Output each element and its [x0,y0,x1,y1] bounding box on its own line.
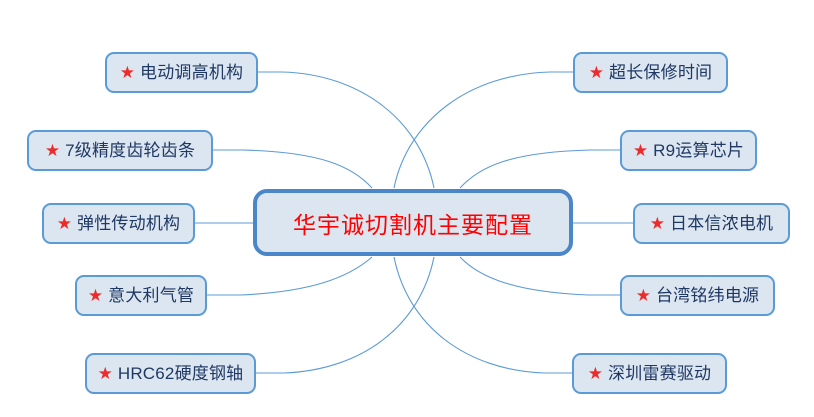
connector-left-1 [258,71,435,189]
star-icon: ★ [649,214,666,233]
connector-left-2 [213,149,373,189]
star-icon: ★ [87,286,104,305]
connector-right-5 [393,256,572,374]
branch-label: 超长保修时间 [609,63,713,82]
branch-label: R9运算芯片 [653,141,745,160]
branch-node-right-2[interactable]: ★ R9运算芯片 [620,130,757,171]
branch-label: 深圳雷赛驱动 [608,364,712,383]
branch-label: 日本信浓电机 [670,214,774,233]
star-icon: ★ [588,63,605,82]
branch-label: 电动调高机构 [140,63,244,82]
branch-label: 7级精度齿轮齿条 [65,141,196,160]
branch-node-left-3[interactable]: ★ 弹性传动机构 [42,203,195,244]
connector-right-4 [459,256,620,296]
branch-label: 弹性传动机构 [77,214,181,233]
branch-node-right-3[interactable]: ★ 日本信浓电机 [633,203,790,244]
branch-node-left-4[interactable]: ★ 意大利气管 [75,275,207,316]
center-node-label: 华宇诚切割机主要配置 [293,211,533,238]
connector-right-2 [459,149,620,189]
branch-label: 台湾铭纬电源 [656,286,760,305]
star-icon: ★ [56,214,73,233]
branch-label: HRC62硬度钢轴 [117,364,244,383]
connector-right-1 [393,71,573,189]
branch-label: 意大利气管 [108,286,195,305]
branch-node-right-1[interactable]: ★ 超长保修时间 [573,52,728,93]
branch-node-left-2[interactable]: ★ 7级精度齿轮齿条 [27,130,213,171]
branch-node-left-5[interactable]: ★ HRC62硬度钢轴 [85,353,256,394]
branch-node-right-4[interactable]: ★ 台湾铭纬电源 [620,275,775,316]
branch-node-right-5[interactable]: ★ 深圳雷赛驱动 [572,353,727,394]
star-icon: ★ [119,63,136,82]
star-icon: ★ [632,141,649,160]
center-node[interactable]: 华宇诚切割机主要配置 [253,189,573,256]
star-icon: ★ [635,286,652,305]
star-icon: ★ [97,364,113,383]
star-icon: ★ [44,141,61,160]
branch-node-left-1[interactable]: ★ 电动调高机构 [105,52,258,93]
star-icon: ★ [587,364,604,383]
connector-left-4 [207,256,373,296]
connector-left-5 [256,256,435,374]
